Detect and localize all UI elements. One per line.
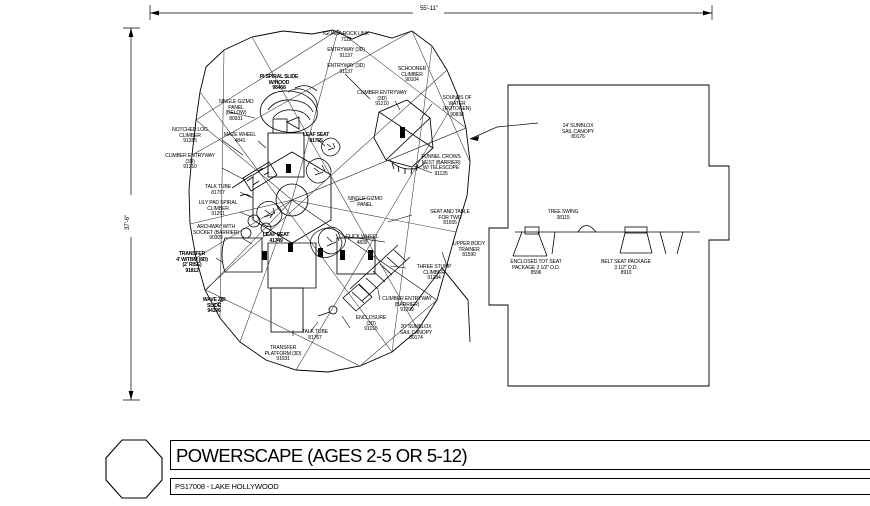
callout-leaders [213,73,448,336]
leader-sail-canopy-14 [469,122,539,141]
dimension-line-width [149,5,713,20]
swing-structure [512,225,700,257]
pi-spiral-slide-geometry [259,85,318,134]
sail-canopy-cables [189,29,471,371]
project-code-label: PS17008 - LAKE HOLLYWOOD [175,482,279,491]
page-title: POWERSCAPE (AGES 2-5 OR 5-12) [176,445,468,466]
rock-cluster-geometry [256,137,346,258]
upper-body-trainer-geometry [409,267,471,343]
swing-bay-outline [488,84,730,387]
dimension-label-width: 55'-11" [420,5,438,12]
title-box [170,440,870,470]
dimension-line-height [123,27,140,401]
deck-platforms [221,132,376,333]
octagon-logo-icon [105,439,163,499]
talk-tube-geometry [239,194,338,317]
three-stump-climber-geometry [342,244,411,312]
notched-log-climber-geometry [231,161,278,192]
subtitle-box [170,478,870,495]
